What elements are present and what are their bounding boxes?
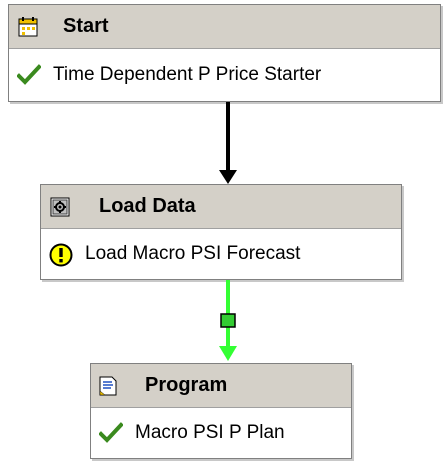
connector-start-to-load (219, 102, 237, 184)
start-node-task-label: Time Dependent P Price Starter (53, 64, 322, 85)
load-data-node-task[interactable]: Load Macro PSI Forecast (41, 229, 401, 279)
program-node-task[interactable]: Macro PSI P Plan (91, 408, 351, 458)
checkmark-icon (16, 64, 42, 86)
load-data-node-header: Load Data (41, 185, 401, 229)
load-data-node-title: Load Data (99, 195, 196, 217)
start-node-task[interactable]: Time Dependent P Price Starter (9, 49, 440, 101)
program-node-task-label: Macro PSI P Plan (135, 422, 285, 443)
load-data-node-task-label: Load Macro PSI Forecast (85, 243, 301, 264)
program-node-header: Program (91, 364, 351, 408)
start-node[interactable]: Start Time Dependent P Price Starter (8, 4, 441, 102)
program-node-title: Program (145, 374, 228, 396)
program-node[interactable]: Program Macro PSI P Plan (90, 363, 352, 459)
calendar-start-icon (17, 16, 39, 38)
connector-load-to-program (219, 280, 237, 361)
start-node-header: Start (9, 5, 440, 49)
gear-document-icon (49, 196, 71, 218)
start-node-title: Start (63, 15, 109, 37)
program-document-icon (97, 375, 119, 397)
exclamation-warning-icon (49, 243, 73, 267)
load-data-node[interactable]: Load Data Load Macro PSI Forecast (40, 184, 402, 280)
checkmark-icon (98, 422, 124, 444)
